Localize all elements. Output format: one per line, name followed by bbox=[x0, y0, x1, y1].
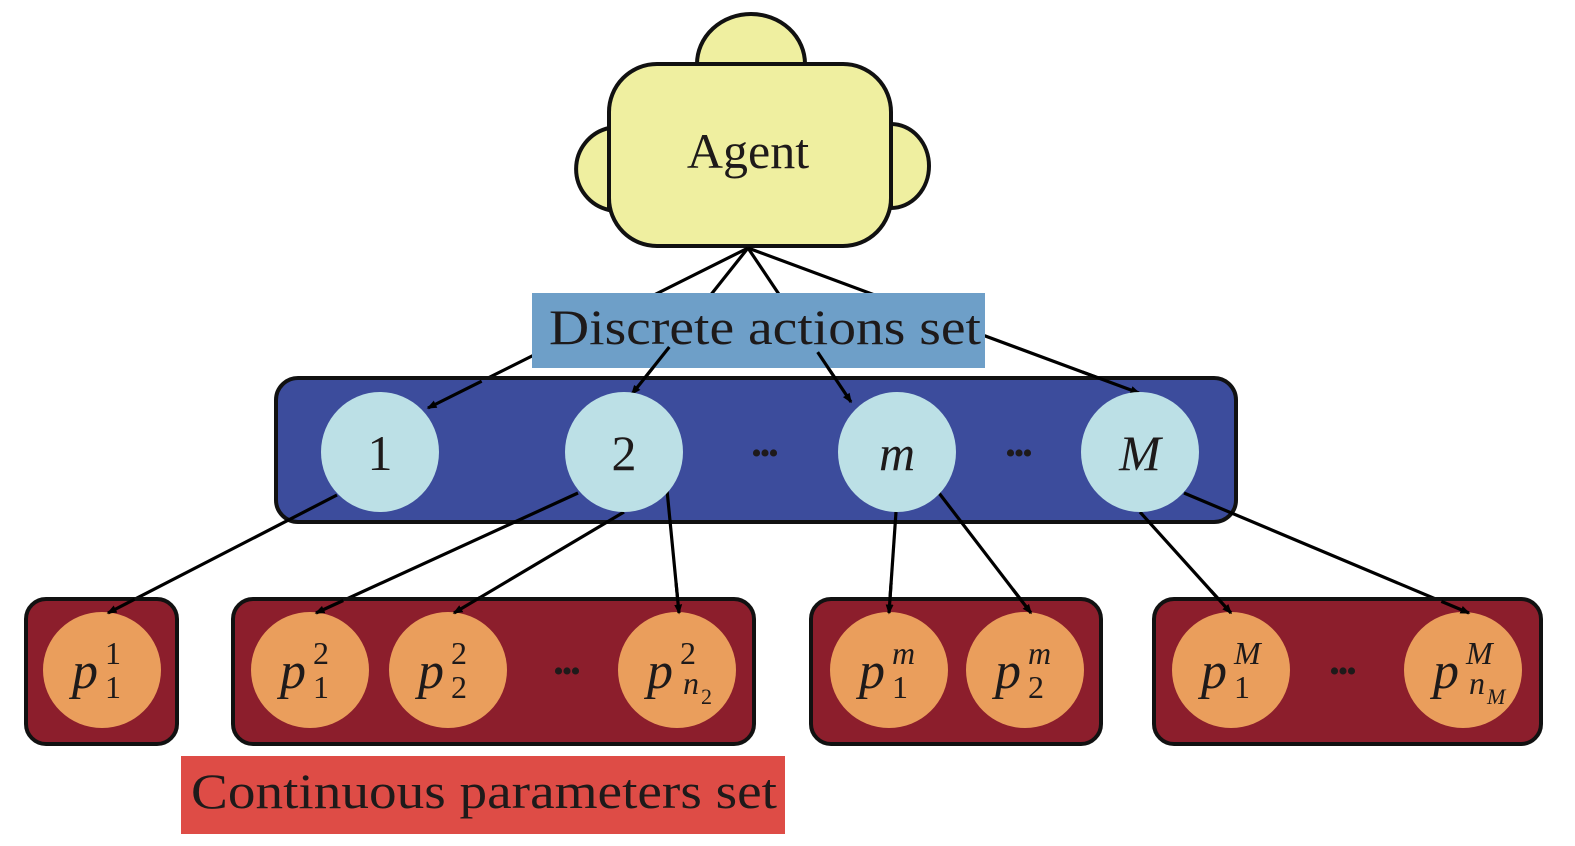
param-arrowhead bbox=[885, 582, 894, 615]
agent-ear-right bbox=[889, 121, 931, 211]
param-arrowhead bbox=[674, 582, 683, 615]
continuous-parameters-label: Continuous parameters set bbox=[181, 756, 785, 834]
param-circle bbox=[1172, 612, 1290, 728]
param-arrowhead bbox=[1011, 588, 1033, 615]
param-circle bbox=[966, 612, 1084, 728]
action-set-container bbox=[274, 376, 1238, 524]
action-circle bbox=[1081, 392, 1199, 512]
param-arrowhead bbox=[1209, 589, 1233, 615]
param-circle bbox=[251, 612, 369, 728]
agent-arrowhead-m bbox=[816, 351, 853, 404]
param-arrowhead bbox=[314, 599, 344, 615]
agent-ear-left bbox=[574, 125, 611, 213]
discrete-label-text: Discrete actions set bbox=[549, 299, 981, 355]
action-node-m: m bbox=[838, 392, 956, 512]
param-edge-M-2 bbox=[1183, 491, 1470, 615]
param-circle bbox=[618, 612, 736, 728]
action-node-1: 1 bbox=[321, 392, 439, 512]
agent-box bbox=[607, 62, 893, 248]
param-arrowhead bbox=[452, 596, 481, 615]
discrete-actions-label: Discrete actions set bbox=[532, 293, 985, 368]
action-to-param-arrowheads bbox=[106, 582, 1471, 615]
action-label: M bbox=[1118, 425, 1163, 481]
param-circle bbox=[1404, 612, 1522, 728]
param-edge-2-2 bbox=[453, 510, 625, 615]
param-arrowhead bbox=[106, 597, 136, 615]
continuous-label-text: Continuous parameters set bbox=[191, 763, 777, 819]
action-label: m bbox=[879, 425, 915, 481]
agent-arrowhead-M bbox=[1082, 370, 1141, 395]
agent-to-action-arrowheads bbox=[426, 346, 1141, 410]
agent-arrowhead-2 bbox=[630, 346, 671, 396]
param-edge-1-1 bbox=[107, 493, 338, 615]
action-to-param-edges bbox=[107, 489, 1470, 615]
action-node-2: 2 bbox=[565, 392, 683, 512]
param-arrowhead bbox=[1440, 599, 1471, 615]
agent-node: Agent bbox=[574, 12, 931, 248]
action-circle bbox=[321, 392, 439, 512]
action-node-M: M bbox=[1081, 392, 1199, 512]
action-nodes: 1 2 m M bbox=[321, 392, 1199, 512]
action-circle bbox=[565, 392, 683, 512]
param-ellipsis: ••• bbox=[1329, 655, 1355, 688]
param-circle bbox=[389, 612, 507, 728]
param-edge-2-1 bbox=[315, 491, 579, 615]
action-circle bbox=[838, 392, 956, 512]
param-ellipsis: ••• bbox=[553, 655, 579, 688]
action-ellipses: ••• ••• bbox=[751, 437, 1033, 470]
param-circle bbox=[43, 612, 161, 728]
agent-arrowhead-1 bbox=[426, 379, 483, 410]
continuous-label-box bbox=[181, 756, 785, 834]
discrete-label-box bbox=[532, 293, 985, 368]
agent-label: Agent bbox=[687, 123, 809, 179]
action-ellipsis-1: ••• bbox=[1005, 437, 1031, 470]
agent-ear-top bbox=[694, 12, 808, 66]
action-ellipsis-0: ••• bbox=[751, 437, 777, 470]
action-label: 2 bbox=[612, 425, 637, 481]
action-label: 1 bbox=[368, 425, 393, 481]
param-circle bbox=[830, 612, 948, 728]
